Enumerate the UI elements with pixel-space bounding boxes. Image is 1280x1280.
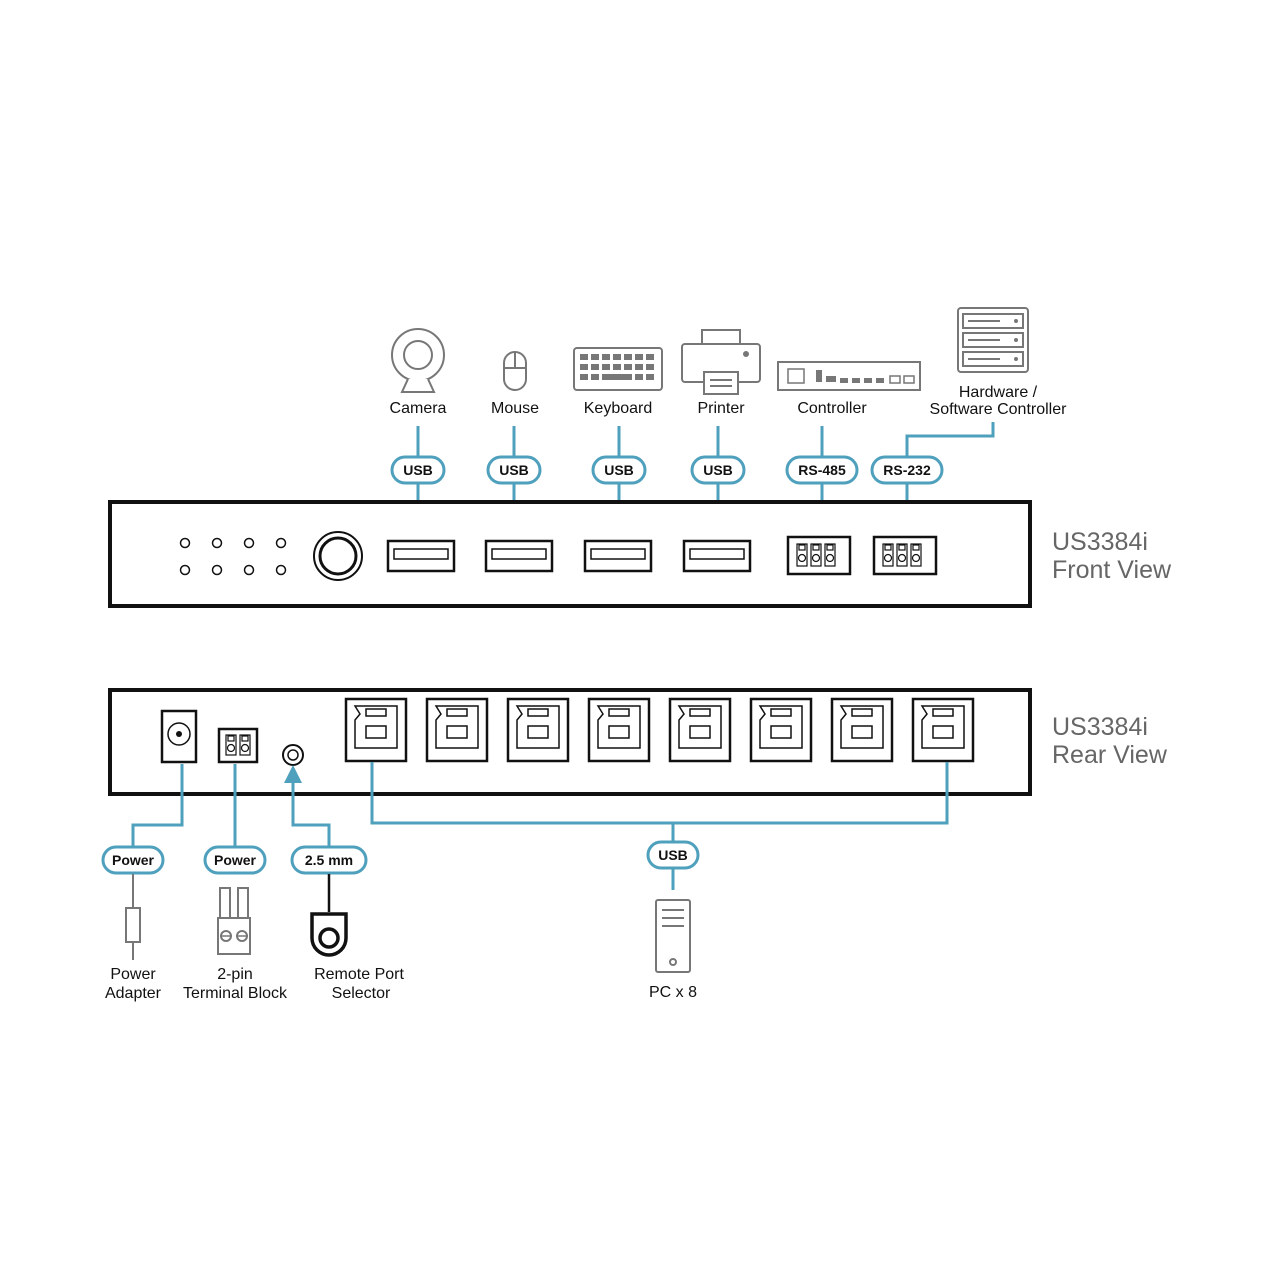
terminal-label-line1: 2-pin — [217, 966, 253, 983]
rs232-tag-label: RS-232 — [883, 462, 931, 478]
printer-usb-tag: USB — [690, 455, 746, 485]
usb-a-port[interactable] — [682, 539, 752, 573]
mm-tag: 2.5 mm — [290, 845, 368, 875]
remote-label-line2: Selector — [332, 985, 391, 1002]
camera-label: Camera — [390, 400, 447, 417]
terminal-label-line2: Terminal Block — [183, 985, 288, 1002]
remote-port-jack[interactable] — [282, 744, 304, 766]
pc-usb-tag-label: USB — [658, 847, 688, 863]
server-icon — [957, 307, 1029, 373]
mouse-usb-tag-label: USB — [499, 462, 529, 478]
power-terminal-port[interactable] — [217, 727, 259, 764]
hwsw-label-line1: Hardware / — [959, 384, 1038, 401]
adapter-label-line2: Adapter — [105, 985, 162, 1002]
usb-b-port[interactable] — [749, 697, 813, 763]
led-indicators — [179, 537, 287, 576]
camera-usb-tag-label: USB — [403, 462, 433, 478]
usb-b-port[interactable] — [911, 697, 975, 763]
mouse-icon — [503, 351, 527, 391]
pc-usb-tag: USB — [646, 840, 700, 870]
camera-usb-tag: USB — [390, 455, 446, 485]
rear-panel — [108, 688, 1032, 796]
printer-icon — [681, 329, 761, 395]
usb-a-port[interactable] — [484, 539, 554, 573]
rs232-terminal-port[interactable] — [872, 535, 938, 576]
mouse-label: Mouse — [491, 400, 539, 417]
hwsw-label-line2: Software Controller — [930, 401, 1068, 418]
controller-icon — [777, 361, 921, 391]
usb-b-port[interactable] — [587, 697, 651, 763]
keyboard-usb-tag: USB — [591, 455, 647, 485]
remote-label-line1: Remote Port — [314, 966, 404, 983]
power-plug-icon — [125, 874, 141, 960]
power-adapter-tag: Power — [101, 845, 165, 875]
front-view-label: Front View — [1052, 556, 1172, 584]
usb-b-port[interactable] — [830, 697, 894, 763]
adapter-label-line1: Power — [110, 966, 156, 983]
mm-tag-label: 2.5 mm — [305, 852, 353, 868]
terminal-power-tag-label: Power — [214, 852, 257, 868]
power-adapter-tag-label: Power — [112, 852, 155, 868]
terminal-power-tag: Power — [203, 845, 267, 875]
rs485-tag: RS-485 — [785, 455, 859, 485]
camera-icon — [391, 328, 445, 393]
keyboard-label: Keyboard — [584, 400, 653, 417]
usb-b-port[interactable] — [425, 697, 489, 763]
front-panel — [108, 500, 1032, 608]
remote-selector-icon — [310, 874, 348, 957]
usb-b-port[interactable] — [344, 697, 408, 763]
dc-power-jack[interactable] — [160, 709, 198, 764]
usb-b-port[interactable] — [668, 697, 732, 763]
rs485-tag-label: RS-485 — [798, 462, 846, 478]
mouse-usb-tag: USB — [486, 455, 542, 485]
port-select-button[interactable] — [313, 531, 363, 581]
rear-model-label: US3384i — [1052, 713, 1148, 741]
keyboard-icon — [573, 347, 663, 391]
controller-label: Controller — [797, 400, 867, 417]
rs232-tag: RS-232 — [870, 455, 944, 485]
rs485-terminal-port[interactable] — [786, 535, 852, 576]
front-model-label: US3384i — [1052, 528, 1148, 556]
pc-tower-icon — [655, 899, 691, 973]
keyboard-usb-tag-label: USB — [604, 462, 634, 478]
usb-a-port[interactable] — [583, 539, 653, 573]
printer-label: Printer — [697, 400, 745, 417]
printer-usb-tag-label: USB — [703, 462, 733, 478]
usb-b-port[interactable] — [506, 697, 570, 763]
usb-a-port[interactable] — [386, 539, 456, 573]
pc-label: PC x 8 — [649, 984, 697, 1001]
usb-bus-line — [370, 762, 949, 825]
rear-view-label: Rear View — [1052, 741, 1168, 769]
terminal-block-icon — [217, 887, 251, 955]
